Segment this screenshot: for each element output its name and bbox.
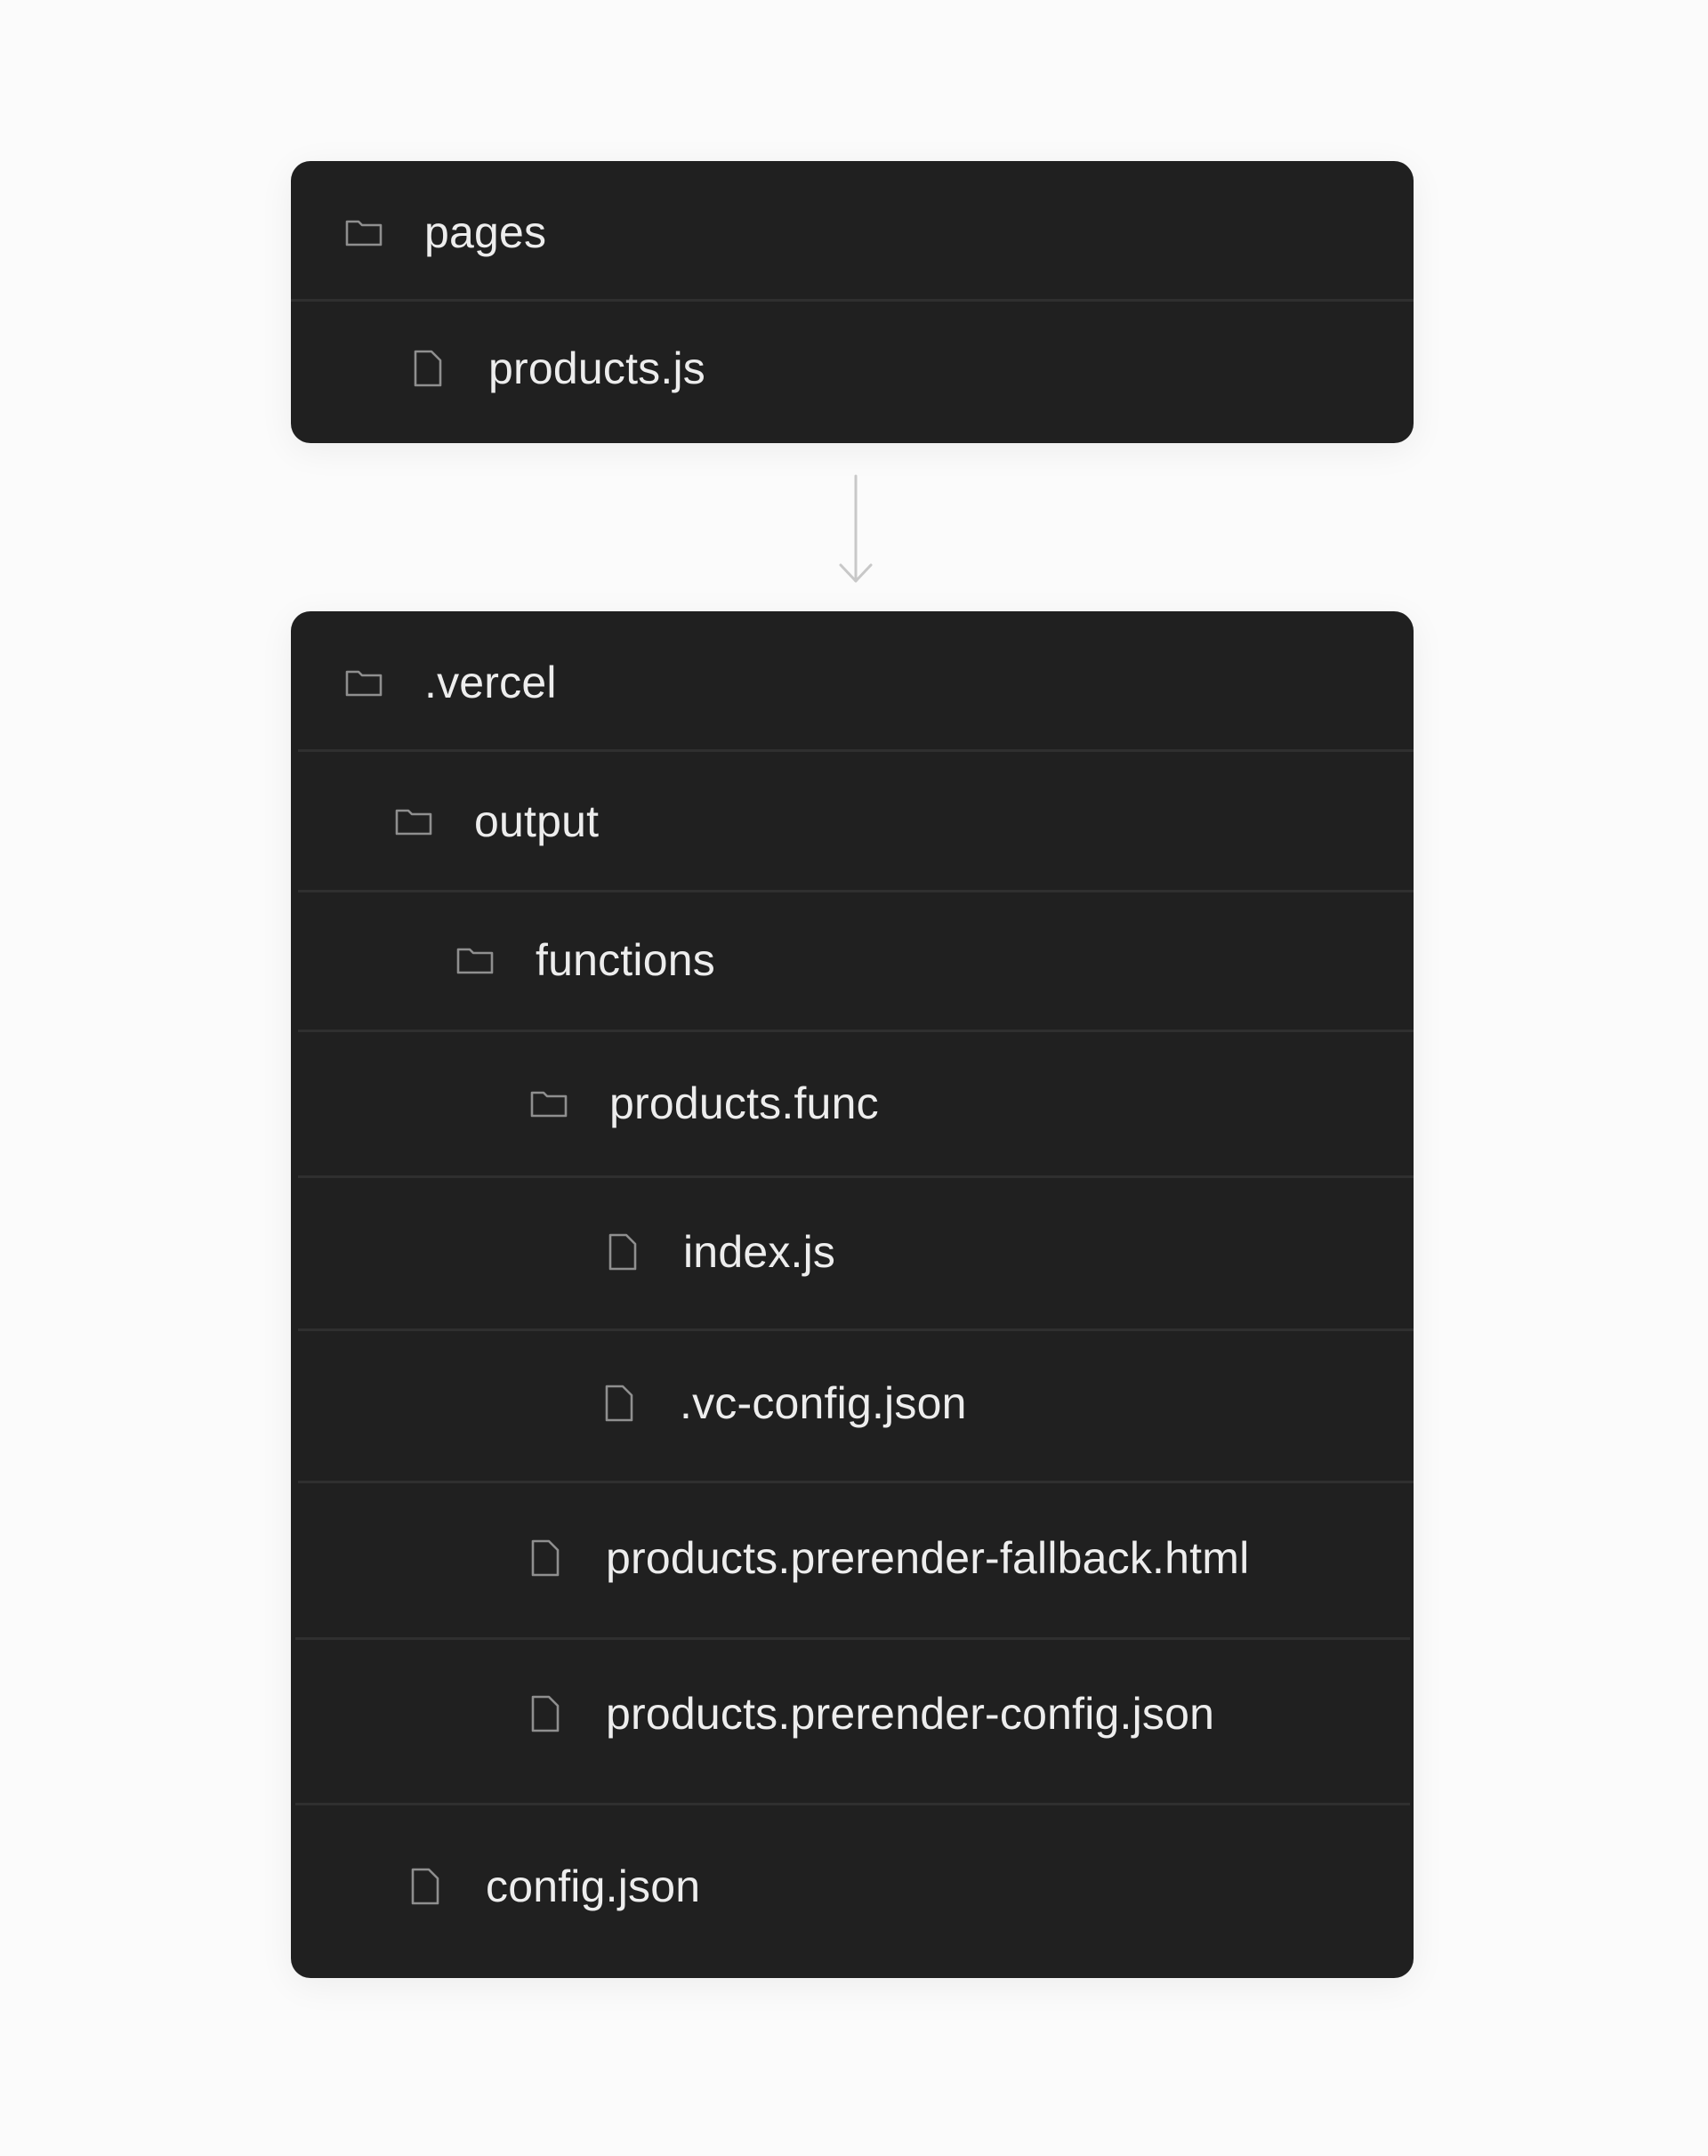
folder-icon <box>342 661 385 704</box>
file-icon <box>404 1865 447 1908</box>
tree-item-label: .vc-config.json <box>680 1378 967 1428</box>
folder-icon <box>342 211 385 254</box>
tree-item-label: pages <box>424 207 547 257</box>
tree-item-vc-config[interactable]: .vc-config.json <box>291 1368 1414 1439</box>
folder-icon <box>528 1082 570 1125</box>
file-icon <box>407 347 449 390</box>
row-divider <box>298 1328 1414 1331</box>
tree-item-output[interactable]: output <box>291 786 1414 857</box>
row-divider <box>298 1030 1414 1032</box>
file-icon <box>601 1231 644 1273</box>
tree-item-label: products.func <box>609 1078 879 1128</box>
tree-item-label: functions <box>536 935 715 985</box>
tree-item-products-func[interactable]: products.func <box>291 1068 1414 1139</box>
tree-item-prerender-fallback[interactable]: products.prerender-fallback.html <box>291 1522 1414 1594</box>
tree-item-label: products.prerender-fallback.html <box>606 1533 1250 1583</box>
tree-item-functions[interactable]: functions <box>291 925 1414 996</box>
row-divider <box>291 299 1414 302</box>
row-divider <box>295 1803 1410 1805</box>
tree-item-label: output <box>474 796 600 846</box>
down-arrow-icon <box>834 474 877 585</box>
tree-item-prerender-config[interactable]: products.prerender-config.json <box>291 1678 1414 1749</box>
tree-item-label: index.js <box>683 1227 836 1277</box>
tree-item-config-json[interactable]: config.json <box>291 1851 1414 1922</box>
tree-item-pages[interactable]: pages <box>291 197 1414 268</box>
row-divider <box>298 749 1414 752</box>
tree-item-vercel[interactable]: .vercel <box>291 647 1414 718</box>
row-divider <box>295 1637 1410 1640</box>
folder-icon <box>392 800 435 843</box>
file-icon <box>524 1537 567 1579</box>
output-tree-panel: .vercel output functions products.func i… <box>291 611 1414 1978</box>
tree-item-label: config.json <box>486 1861 701 1911</box>
file-icon <box>598 1382 640 1425</box>
row-divider <box>298 1175 1414 1178</box>
file-icon <box>524 1692 567 1735</box>
tree-item-label: products.prerender-config.json <box>606 1689 1215 1739</box>
row-divider <box>298 1481 1414 1483</box>
tree-item-label: .vercel <box>424 658 557 707</box>
tree-item-products-js[interactable]: products.js <box>291 333 1414 404</box>
folder-icon <box>454 939 496 981</box>
tree-item-index-js[interactable]: index.js <box>291 1216 1414 1288</box>
tree-item-label: products.js <box>488 343 705 393</box>
source-tree-panel: pages products.js <box>291 161 1414 443</box>
row-divider <box>298 890 1414 892</box>
